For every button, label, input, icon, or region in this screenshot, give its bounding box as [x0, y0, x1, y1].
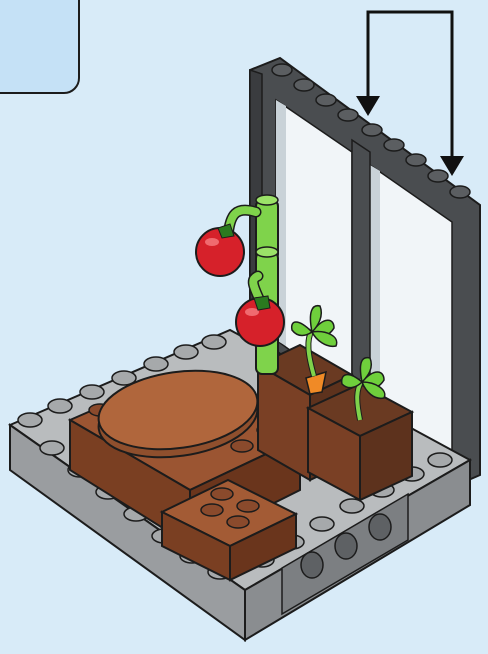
down-arrow-icon	[356, 96, 380, 116]
tomato	[236, 296, 284, 346]
tomato	[196, 224, 244, 276]
